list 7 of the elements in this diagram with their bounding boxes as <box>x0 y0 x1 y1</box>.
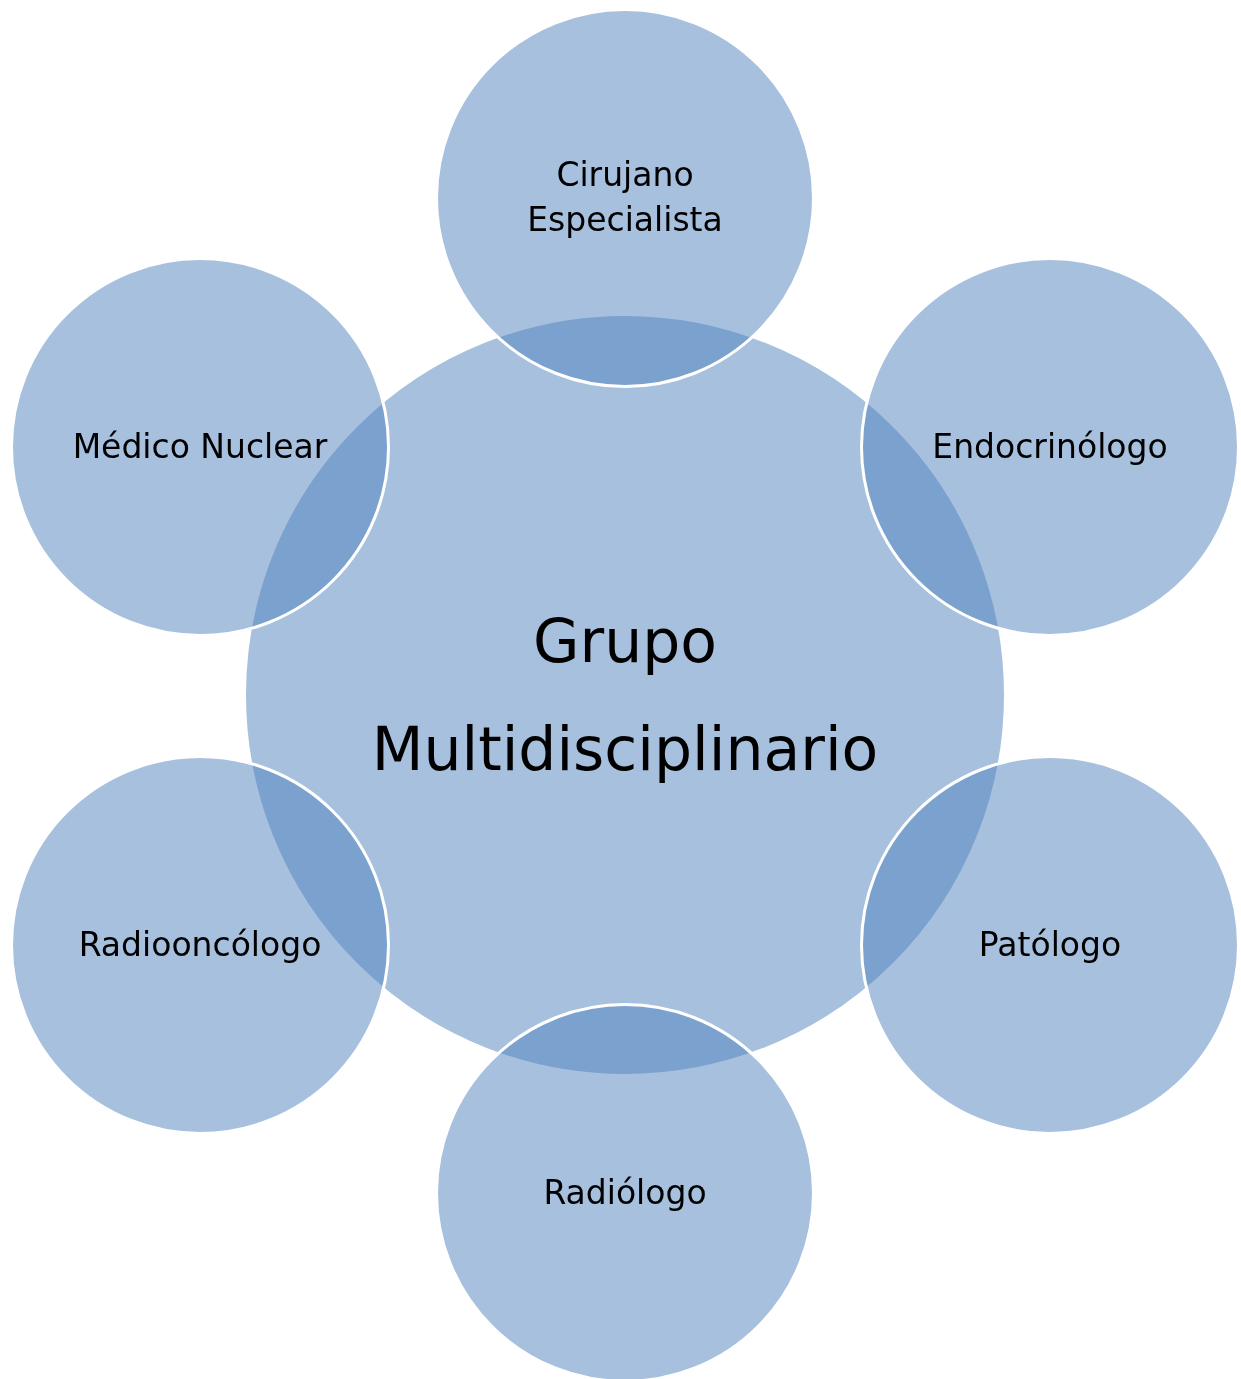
role-label: Patólogo <box>978 923 1122 966</box>
role-label: Cirujano Especialista <box>526 154 724 241</box>
role-label: Radiólogo <box>543 1171 707 1214</box>
role-label: Endocrinólogo <box>932 425 1168 468</box>
role-label: Grupo Multidisciplinario <box>370 605 880 786</box>
role-label: Radiooncólogo <box>78 923 322 966</box>
role-label: Médico Nuclear <box>72 425 328 468</box>
